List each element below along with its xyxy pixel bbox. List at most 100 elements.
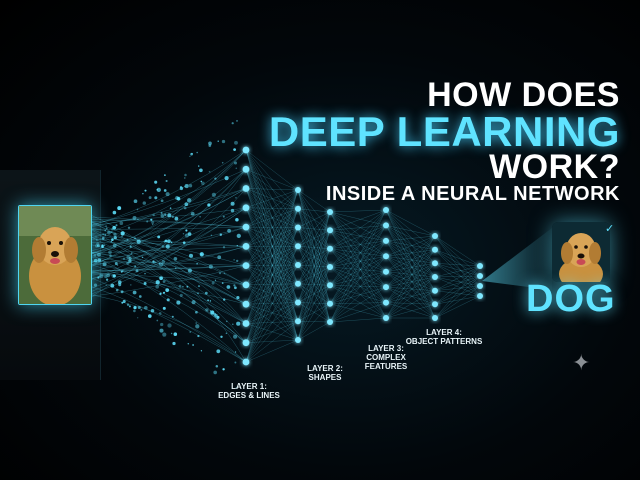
layer-2-label-line-2: SHAPES bbox=[308, 373, 342, 382]
connection-line bbox=[245, 227, 299, 343]
particle bbox=[178, 284, 182, 288]
connection-line bbox=[245, 188, 299, 210]
particle bbox=[96, 239, 98, 241]
connection-line bbox=[329, 230, 387, 319]
particle bbox=[150, 218, 153, 221]
particle bbox=[236, 296, 240, 300]
particle bbox=[160, 322, 164, 327]
stream-line bbox=[91, 254, 247, 363]
particle bbox=[158, 263, 160, 265]
particle bbox=[200, 180, 203, 183]
stream-line bbox=[91, 265, 247, 272]
particle bbox=[133, 237, 137, 240]
title-line-2: DEEP LEARNING bbox=[268, 108, 620, 155]
connection-line bbox=[297, 302, 331, 304]
connection-line bbox=[245, 283, 299, 343]
connection-line bbox=[434, 249, 481, 297]
connection-line bbox=[329, 225, 387, 304]
particle bbox=[184, 184, 189, 189]
neuron-node bbox=[295, 337, 301, 343]
particle bbox=[164, 213, 167, 216]
neuron-node bbox=[295, 280, 301, 287]
particle bbox=[147, 314, 152, 318]
connection-line bbox=[434, 235, 481, 277]
connection-line bbox=[385, 249, 436, 288]
connection-line bbox=[245, 189, 299, 266]
connection-line bbox=[385, 209, 436, 305]
neuron-node bbox=[477, 293, 483, 299]
connection-line bbox=[245, 283, 299, 305]
particle bbox=[133, 309, 136, 313]
layer-2-label: LAYER 2: SHAPES bbox=[300, 364, 350, 382]
particle bbox=[93, 253, 97, 257]
particle bbox=[172, 341, 176, 346]
particle bbox=[230, 208, 235, 213]
connection-line bbox=[385, 256, 436, 319]
connection-line bbox=[297, 303, 331, 322]
particle bbox=[225, 332, 228, 335]
stream-line bbox=[91, 294, 247, 363]
connection-line bbox=[385, 271, 436, 278]
particle bbox=[195, 322, 197, 324]
particle bbox=[235, 167, 238, 170]
connection-line bbox=[329, 266, 387, 272]
connection-line bbox=[385, 249, 436, 319]
neuron-node bbox=[242, 146, 250, 154]
connection-line bbox=[245, 227, 299, 341]
particle bbox=[130, 253, 132, 255]
stream-line bbox=[91, 216, 247, 228]
connection-line bbox=[329, 230, 387, 288]
connection-line bbox=[329, 225, 387, 231]
stream-line bbox=[91, 188, 247, 251]
connection-line bbox=[297, 208, 331, 213]
connection-line bbox=[245, 284, 299, 322]
particle bbox=[176, 300, 181, 305]
particle bbox=[167, 213, 172, 218]
stream-line bbox=[91, 234, 247, 286]
connection-line bbox=[329, 256, 387, 286]
connection-line bbox=[385, 286, 436, 305]
connection-line bbox=[245, 265, 299, 341]
connection-line bbox=[245, 246, 299, 324]
particle bbox=[105, 278, 109, 281]
connection-line bbox=[329, 266, 387, 288]
connection-line bbox=[297, 266, 331, 284]
particle bbox=[234, 286, 237, 290]
particle bbox=[99, 273, 104, 279]
particle bbox=[190, 211, 195, 216]
connection-line bbox=[245, 227, 299, 286]
particle bbox=[101, 244, 104, 247]
connection-line bbox=[329, 209, 387, 323]
connection-line bbox=[297, 230, 331, 322]
particle bbox=[104, 229, 106, 232]
stream-line bbox=[91, 273, 247, 286]
connection-line bbox=[245, 246, 299, 266]
connection-line bbox=[385, 256, 436, 305]
stream-line bbox=[91, 207, 247, 279]
particle bbox=[160, 199, 164, 203]
connection-line bbox=[245, 169, 299, 284]
connection-line bbox=[297, 303, 331, 341]
particle bbox=[187, 343, 190, 345]
particle bbox=[220, 335, 223, 339]
particle bbox=[213, 370, 218, 375]
connection-line bbox=[245, 169, 299, 228]
connection-line bbox=[245, 323, 299, 341]
particle bbox=[176, 197, 181, 201]
connection-line bbox=[329, 271, 387, 286]
connection-line bbox=[434, 290, 481, 297]
stream-line bbox=[91, 265, 247, 272]
neuron-node bbox=[295, 187, 301, 193]
stream-line bbox=[91, 188, 247, 226]
particle bbox=[197, 334, 200, 338]
particle bbox=[111, 238, 114, 241]
particle bbox=[142, 193, 144, 195]
connection-line bbox=[434, 249, 481, 277]
particle bbox=[183, 206, 187, 210]
neuron-node bbox=[327, 319, 333, 325]
connection-line bbox=[245, 189, 299, 343]
connection-line bbox=[329, 240, 387, 286]
connection-line bbox=[297, 285, 331, 341]
connection-line bbox=[245, 207, 299, 247]
stream-line bbox=[91, 221, 247, 324]
